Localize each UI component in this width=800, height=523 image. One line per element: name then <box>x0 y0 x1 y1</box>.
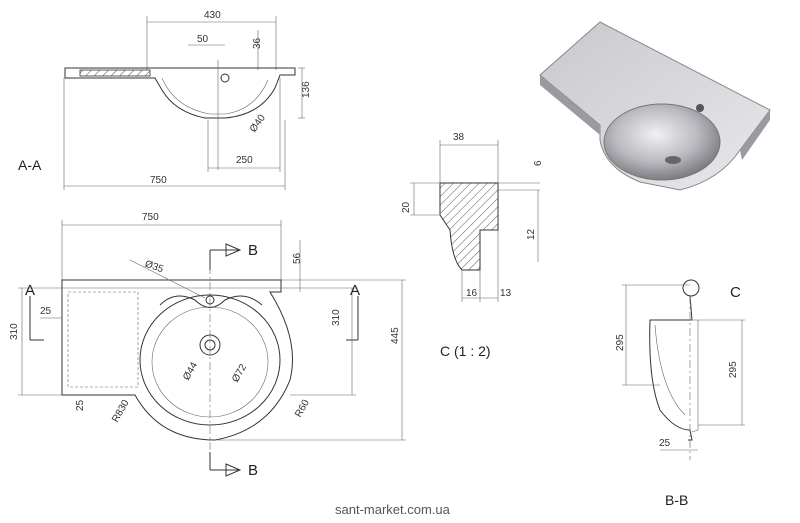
dim-295-left: 295 <box>615 334 626 351</box>
dim-750-plan: 750 <box>142 212 159 223</box>
dim-dia40: Ø40 <box>248 112 268 134</box>
dim-750-top: 750 <box>150 175 167 186</box>
section-aa-view: 430 50 36 136 Ø40 250 750 A-A <box>18 10 312 190</box>
section-mark-b-top: B <box>248 242 258 259</box>
dim-13: 13 <box>500 288 512 299</box>
dim-20: 20 <box>401 201 412 213</box>
dim-56: 56 <box>292 252 303 264</box>
dim-r60: R60 <box>293 398 312 420</box>
dim-6: 6 <box>533 160 544 166</box>
dim-dia35: Ø35 <box>143 259 165 276</box>
dim-250: 250 <box>236 155 253 166</box>
section-aa-label: A-A <box>18 157 42 173</box>
dim-dia44: Ø44 <box>181 360 200 382</box>
plan-view: 750 Ø35 Ø44 Ø72 R830 R60 56 310 310 <box>9 212 406 479</box>
detail-c-mark: C <box>730 284 741 301</box>
dim-25-bb: 25 <box>659 438 671 449</box>
dim-310-left: 310 <box>9 323 20 340</box>
detail-c-label: C (1 : 2) <box>440 343 491 359</box>
dim-445: 445 <box>390 327 401 344</box>
dim-295-right: 295 <box>728 361 739 378</box>
section-bb-view: C 295 295 25 B-B <box>615 279 745 508</box>
dim-dia72: Ø72 <box>230 362 249 384</box>
sink-3d-render <box>539 21 771 191</box>
dim-50: 50 <box>197 34 209 45</box>
dim-25-left: 25 <box>40 306 52 317</box>
dim-36: 36 <box>252 37 263 49</box>
section-mark-b-bottom: B <box>248 462 258 479</box>
section-mark-a-left: A <box>25 282 35 299</box>
detail-c-view: 38 6 20 12 16 13 C (1 : 2) <box>401 132 544 359</box>
dim-25-bottom: 25 <box>75 399 86 411</box>
dim-16: 16 <box>466 288 478 299</box>
section-mark-a-right: A <box>350 282 360 299</box>
dim-38: 38 <box>453 132 465 143</box>
watermark-text: sant-market.com.ua <box>335 502 451 517</box>
section-bb-label: B-B <box>665 492 688 508</box>
dim-12: 12 <box>526 228 537 240</box>
dim-430: 430 <box>204 10 221 21</box>
dim-310-right: 310 <box>331 309 342 326</box>
dim-r830: R830 <box>110 398 132 425</box>
dim-136: 136 <box>301 81 312 98</box>
